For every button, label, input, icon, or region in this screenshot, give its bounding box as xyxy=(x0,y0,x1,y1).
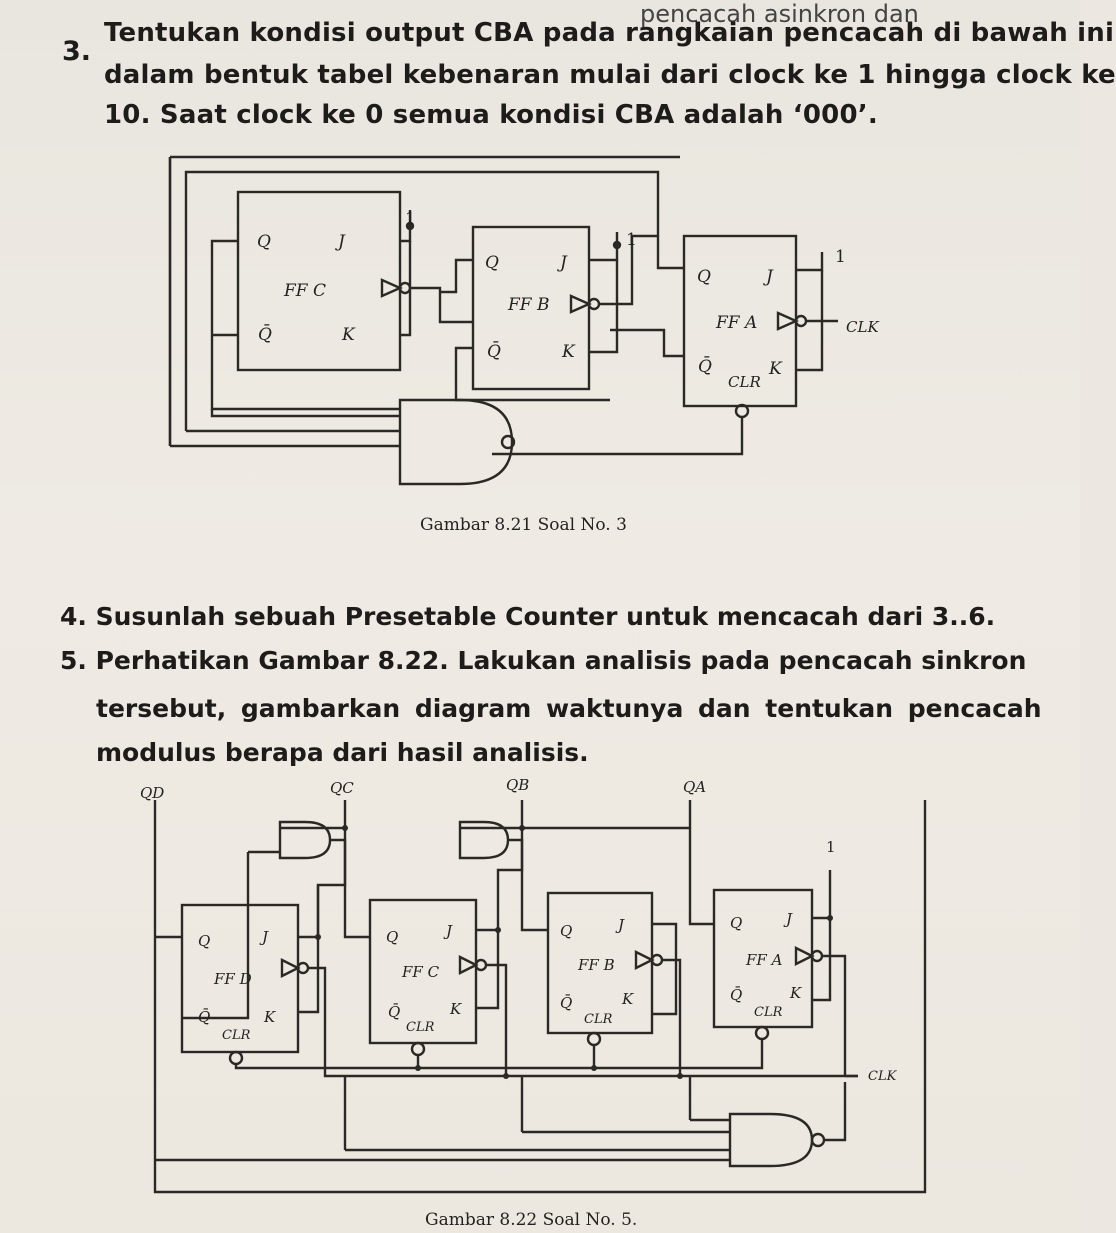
figure-1-caption: Gambar 8.21 Soal No. 3 xyxy=(420,515,627,535)
clk-label-1: CLK xyxy=(846,318,879,336)
ff-d-clr-label: CLR xyxy=(222,1028,251,1043)
ff-c2-qbar-label: Q̄ xyxy=(388,1003,400,1021)
question-3-line-3: 10. Saat clock ke 0 semua kondisi CBA ad… xyxy=(104,100,878,130)
ff-d-box xyxy=(180,903,300,1054)
figure-2-caption: Gambar 8.22 Soal No. 5. xyxy=(425,1210,638,1230)
ff-a2-q-label: Q xyxy=(730,914,742,932)
ff-b2-clr-label: CLR xyxy=(584,1012,613,1027)
ff-b2-k-label: K xyxy=(621,990,634,1008)
ff-b-name: FF B xyxy=(507,295,550,315)
ff-c2-box xyxy=(368,898,478,1045)
output-qc-label: QC xyxy=(330,779,354,797)
ff-a-const-1: 1 xyxy=(835,247,846,267)
ff-c-const-1: 1 xyxy=(405,209,416,229)
ff-a-j-label: J xyxy=(763,267,774,287)
ff-a2-j-label: J xyxy=(783,910,793,928)
ff-a2-qbar-label: Q̄ xyxy=(730,986,742,1004)
fig2-const-1: 1 xyxy=(826,838,836,856)
ff-b-const-1: 1 xyxy=(626,230,637,250)
output-qd-label: QD xyxy=(140,784,164,802)
ff-b2-q-label: Q xyxy=(560,922,572,940)
page-background xyxy=(0,0,1080,1233)
ff-c-qbar-label: Q̄ xyxy=(258,323,272,345)
ff-b2-qbar-label: Q̄ xyxy=(560,994,572,1012)
ff-c2-j-label: J xyxy=(443,922,453,940)
ff-c2-k-label: K xyxy=(449,1000,462,1018)
ff-d-k-label: K xyxy=(263,1008,276,1026)
output-qa-label: QA xyxy=(683,778,706,796)
previous-text-fragment: pencacah asinkron dan xyxy=(640,0,919,28)
ff-a-qbar-label: Q̄ xyxy=(698,355,712,377)
ff-a2-name: FF A xyxy=(745,951,783,969)
ff-c-box xyxy=(236,190,402,372)
ff-b2-name: FF B xyxy=(577,956,615,974)
ff-a-q-label: Q xyxy=(697,267,711,287)
ff-b-k-label: K xyxy=(561,342,576,362)
question-3-line-2: dalam bentuk tabel kebenaran mulai dari … xyxy=(104,60,1116,90)
figure-2-circuit xyxy=(153,800,927,1194)
question-4: 4. Susunlah sebuah Presetable Counter un… xyxy=(60,602,996,631)
ff-c-j-label: J xyxy=(335,232,346,252)
ff-c-q-label: Q xyxy=(257,232,271,252)
ff-c2-name: FF C xyxy=(401,963,440,981)
ff-b-qbar-label: Q̄ xyxy=(487,340,501,362)
ff-c2-q-label: Q xyxy=(386,928,398,946)
clk-label-2: CLK xyxy=(868,1069,898,1084)
ff-d-q-label: Q xyxy=(198,932,210,950)
question-3-number: 3. xyxy=(62,36,92,67)
ff-a-k-label: K xyxy=(768,359,783,379)
ff-c-k-label: K xyxy=(341,325,356,345)
question-5-line-3: modulus berapa dari hasil analisis. xyxy=(96,738,589,767)
ff-c-name: FF C xyxy=(283,281,326,301)
ff-d-name: FF D xyxy=(213,970,252,988)
question-5-line-1: 5. Perhatikan Gambar 8.22. Lakukan anali… xyxy=(60,646,1027,675)
circuit-diagrams: Q J FF C Q̄ K 1 Q J FF B Q̄ K 1 Q J FF A… xyxy=(140,155,927,1194)
ff-a2-clr-label: CLR xyxy=(754,1005,783,1020)
question-3-line-1: Tentukan kondisi output CBA pada rangkai… xyxy=(104,18,1115,48)
ff-b-q-label: Q xyxy=(485,253,499,273)
question-5-line-2: tersebut, gambarkan diagram waktunya dan… xyxy=(96,694,1042,723)
ff-a-name: FF A xyxy=(715,313,757,333)
ff-d-qbar-label: Q̄ xyxy=(198,1008,210,1026)
ff-a-clr-label: CLR xyxy=(728,373,761,391)
ff-c2-clr-label: CLR xyxy=(406,1020,435,1035)
ff-b2-j-label: J xyxy=(615,916,625,934)
output-qb-label: QB xyxy=(506,776,529,794)
ff-d-j-label: J xyxy=(259,928,269,946)
ff-a2-k-label: K xyxy=(789,984,802,1002)
ff-b-box xyxy=(471,225,591,391)
figure-1-circuit xyxy=(168,155,838,486)
ff-b-j-label: J xyxy=(557,253,568,273)
